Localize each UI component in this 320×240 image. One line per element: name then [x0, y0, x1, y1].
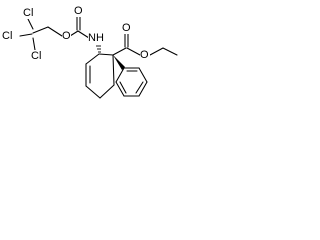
phenyl-inner-3 [119, 81, 127, 94]
atom-o-carbamate-carbonyl: O [74, 5, 83, 17]
bond-cl-top-c [27, 18, 34, 30]
chemical-structure-diagram: Cl Cl Cl O O NH O O [2, 5, 178, 99]
atom-cl-top: Cl [23, 7, 33, 19]
ring-bond-c3-c4 [85, 85, 101, 99]
atom-o-ester-carbonyl: O [122, 22, 131, 34]
phenyl-inner-2 [135, 81, 144, 94]
bond-ccl3-ch2 [32, 26, 49, 34]
bond-ch2-ch3 [162, 47, 178, 56]
ring-bond-c6-c1 [98, 53, 114, 56]
stereo-wedge-phenyl [113, 55, 125, 70]
stereo-bond-nh [96, 45, 101, 53]
phenyl-bond-2 [138, 67, 148, 83]
bond-ccarbonyl-n [77, 30, 90, 39]
ring-bond-c1-c2 [112, 54, 115, 86]
atom-o-ester-ether: O [140, 49, 149, 61]
bond-ccarbonyl-oether [126, 47, 141, 56]
atom-nh: NH [88, 32, 104, 44]
ring-bond-c5-c6 [85, 53, 100, 65]
bond-c1-ccarbonyl [112, 47, 127, 56]
phenyl-ring [113, 55, 148, 97]
bond-cl-left-c [19, 33, 33, 37]
bond-ch2-o [47, 26, 63, 37]
cyclohexene-bonds [85, 53, 115, 99]
ester-bonds [112, 33, 178, 56]
atom-cl-left: Cl [2, 30, 12, 42]
atom-labels: Cl Cl Cl O O NH O O [2, 5, 150, 62]
trichloroethyl-bonds [19, 18, 63, 51]
carbamate-bonds [69, 16, 90, 39]
ring-bond-c2-c3 [99, 84, 115, 99]
bond-o-ccarbonyl [69, 30, 79, 37]
atom-o-carbamate-ether: O [62, 30, 71, 42]
bond-cl-bottom-c [32, 37, 36, 51]
phenyl-bond-5 [115, 81, 125, 97]
bond-oether-ch2 [149, 47, 164, 56]
phenyl-bond-3 [138, 81, 148, 97]
phenyl-bond-6 [115, 67, 125, 83]
atom-cl-bottom: Cl [31, 50, 41, 62]
